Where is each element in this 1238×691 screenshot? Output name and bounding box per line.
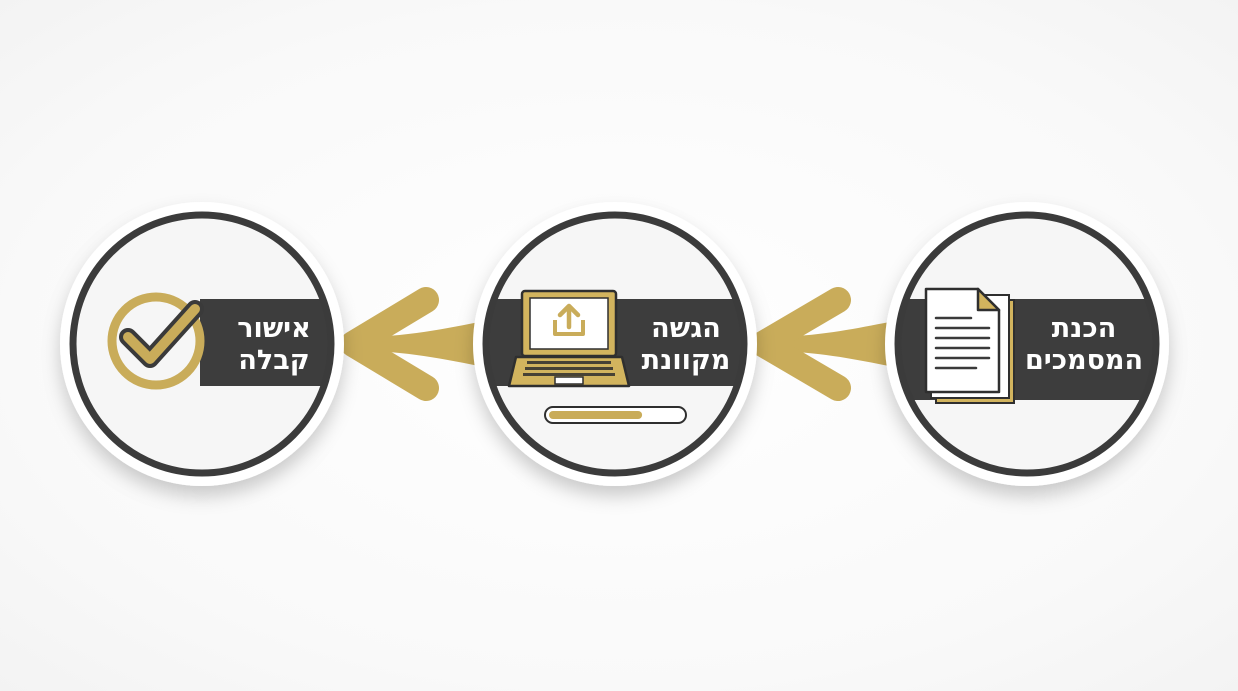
- step-3-label-band: [200, 299, 331, 386]
- step-3-label: אישור קבלה: [224, 313, 324, 377]
- step-2-ring: [482, 211, 748, 477]
- step-1-title-line2: המסמכים: [1024, 345, 1144, 376]
- step-3-title-line1: אישור: [237, 313, 311, 344]
- upload-progress-fill: [549, 411, 643, 419]
- step-2: [473, 202, 757, 486]
- step-2-label: הגשה מקוונת: [636, 313, 736, 377]
- step-1-label: הכנת המסמכים: [1019, 313, 1149, 377]
- step-2-title-line1: הגשה: [651, 313, 721, 344]
- step-3-title-line2: קבלה: [238, 345, 310, 376]
- step-3-ring: [69, 211, 335, 477]
- step-3: [60, 202, 344, 486]
- step-1: [885, 202, 1169, 486]
- checkmark-circle-icon: [107, 292, 205, 390]
- upload-icon: [553, 303, 585, 336]
- documents-icon: [924, 287, 1015, 404]
- step-1-ring: [894, 211, 1160, 477]
- check-mark: [123, 304, 200, 364]
- upload-progress-bar: [544, 406, 687, 424]
- step-2-title-line2: מקוונת: [641, 345, 731, 376]
- laptop-upload-icon: [507, 289, 631, 388]
- step-1-title-line1: הכנת: [1051, 313, 1117, 344]
